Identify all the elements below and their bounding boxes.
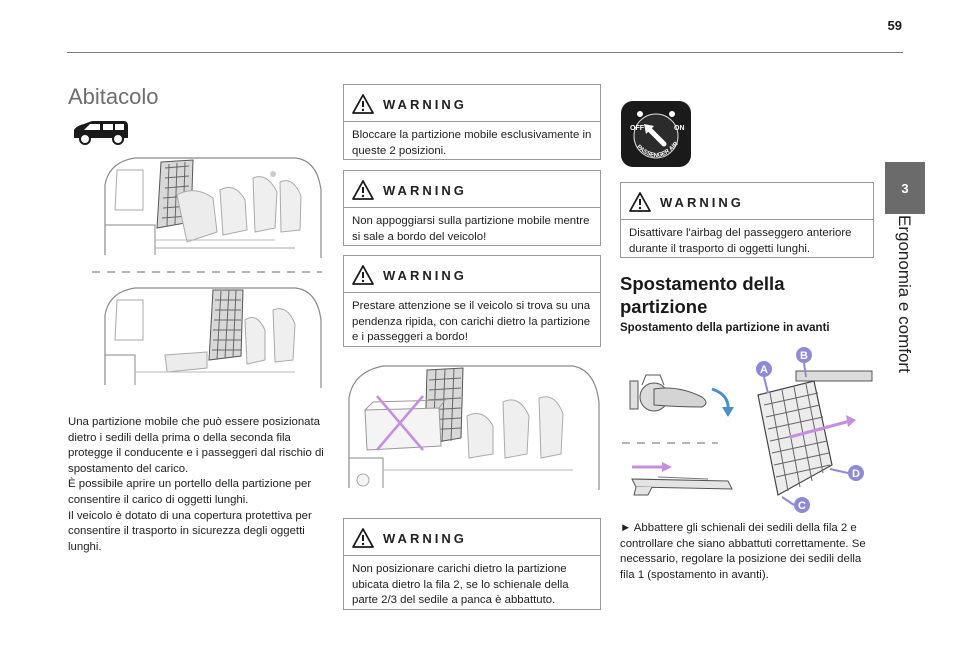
chapter-tab[interactable]: 3 [885,162,925,214]
warning-divider [344,121,600,122]
warning-label: WARNING [383,267,467,283]
svg-text:A: A [760,364,768,376]
sliding-rail [631,476,733,496]
warning-text: Non posizionare carichi dietro la partiz… [352,563,569,606]
van-icon [74,121,128,145]
subsection-heading: Spostamento della partizione in avanti [620,322,830,334]
interior-illustration-row1 [104,157,322,258]
chapter-title-text: Ergonomia e comfort [895,215,914,373]
paragraph-3: Il veicolo è dotato di una copertura pro… [68,509,312,553]
svg-text:C: C [798,500,806,512]
passenger-airbag-switch-icon: OFF ON PASSENGER AIRBAG [620,100,691,167]
warning-text: Disattivare l'airbag del passeggero ante… [629,227,852,255]
warning-triangle-icon [352,94,374,114]
warning-divider [344,292,600,293]
warning-text: Non appoggiarsi sulla partizione mobile … [352,215,590,243]
warning-box-airbag: WARNING Disattivare l'airbag del passegg… [620,182,874,258]
paragraph-2: È possibile aprire un portello della par… [68,478,312,506]
warning-box-1: WARNING Bloccare la partizione mobile es… [343,84,601,160]
warning-triangle-icon [352,528,374,548]
airbag-off-label: OFF [630,125,645,132]
prohibited-cross-icon [376,395,424,451]
section-title-abitacolo: Abitacolo [68,84,159,109]
svg-text:B: B [800,350,808,362]
step-instruction: ► Abbattere gli schienali dei sedili del… [620,522,866,581]
page-number: 59 [887,18,902,33]
callout-d: D [829,465,864,481]
warning-triangle-icon [352,265,374,285]
chapter-title: Ergonomia e comfort [874,215,934,405]
header-divider [67,52,903,53]
warning-label: WARNING [660,194,744,210]
warning-divider [621,219,873,220]
warning-text: Bloccare la partizione mobile esclusivam… [352,129,592,157]
intro-paragraph: Una partizione mobile che può essere pos… [68,415,326,555]
partition-mechanism-illustration: A B C D [622,347,873,513]
warning-label: WARNING [383,530,467,546]
warning-triangle-icon [629,192,651,212]
callout-b: B [796,347,812,378]
release-lever [629,374,707,412]
partition-grid [208,289,244,361]
warning-text: Prestare attenzione se il veicolo si tro… [352,300,591,343]
warning-box-3: WARNING Prestare attenzione se il veicol… [343,255,601,347]
warning-box-2: WARNING Non appoggiarsi sulla partizione… [343,170,601,246]
paragraph-1: Una partizione mobile che può essere pos… [68,416,324,475]
interior-illustration-row2 [104,287,322,388]
warning-label: WARNING [383,96,467,112]
svg-text:D: D [852,468,860,480]
warning-box-4: WARNING Non posizionare carichi dietro l… [343,518,601,610]
airbag-on-label: ON [674,125,685,132]
callout-c: C [781,496,810,513]
callout-a: A [756,361,772,394]
warning-triangle-icon [352,180,374,200]
warning-divider [344,207,600,208]
illustration-divider [92,271,322,273]
warning-divider [344,555,600,556]
section-heading: Spostamento della partizione [620,273,785,317]
warning-label: WARNING [383,182,467,198]
interior-illustration-no-load [348,365,600,490]
partition-panel [757,370,873,496]
